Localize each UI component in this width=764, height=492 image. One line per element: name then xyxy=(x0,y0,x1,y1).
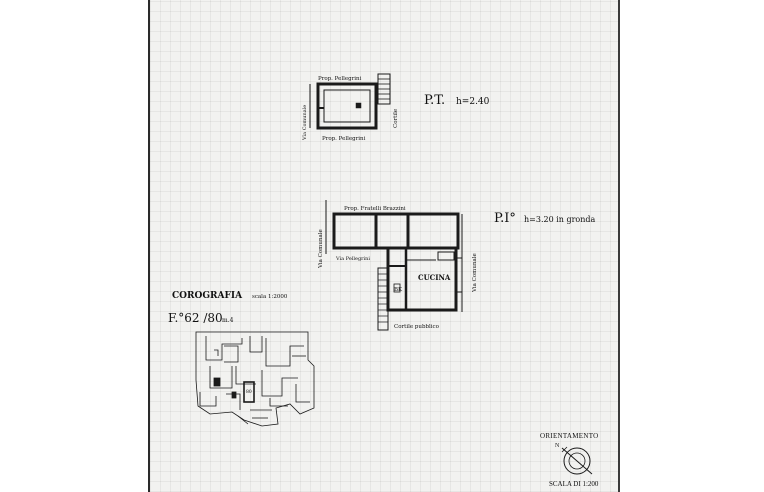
drawing-sheet xyxy=(148,0,620,492)
first-floor-label-inner: Via Pellegrini xyxy=(335,256,370,262)
first-floor-plan xyxy=(325,200,463,331)
ground-floor-height: h=2.40 xyxy=(456,97,490,107)
cadastral-map xyxy=(195,331,315,427)
kitchen-counter xyxy=(437,251,455,261)
compass-scale: SCALA DI 1:200 xyxy=(549,480,599,488)
compass-north-label: N xyxy=(555,443,560,449)
first-floor-label-left: Via Comunale xyxy=(318,229,324,269)
ground-floor-label-left: Via Comunale xyxy=(302,105,308,141)
first-floor-label-bottom: Cortile pubblico xyxy=(394,324,440,330)
first-floor-label-right: Via Comunale xyxy=(472,253,478,293)
ground-floor-room xyxy=(316,82,378,130)
first-floor-label-top: Prop. Fratelli Brazzini xyxy=(344,206,406,212)
cadastral-parcel xyxy=(243,381,255,403)
ground-floor-plan xyxy=(309,73,391,130)
cadastral-sheet-ref: F.°62 /80 xyxy=(168,311,223,325)
cadastral-sheet-suffix: m.4 xyxy=(222,317,234,324)
cadastral-scale: scala 1:2000 xyxy=(252,294,288,300)
ground-floor-mark xyxy=(355,102,362,109)
compass-title: ORIENTAMENTO xyxy=(540,432,599,440)
ground-floor-title: P.T. xyxy=(424,93,445,108)
cadastral-title: COROGRAFIA xyxy=(172,291,243,301)
first-floor-label-bath: BK xyxy=(394,287,403,293)
first-floor-upper-rooms xyxy=(332,212,460,250)
ground-floor-label-top: Prop. Pellegrini xyxy=(318,76,362,82)
compass-rose xyxy=(561,446,593,475)
first-floor-stairs xyxy=(377,267,389,331)
ground-floor-room-inner xyxy=(323,89,371,123)
cadastral-parcel-label: 80 xyxy=(246,389,252,395)
bath-fixture xyxy=(393,283,401,293)
ground-floor-label-right: Cortile xyxy=(393,109,399,128)
first-floor-height: h=3.20 in gronda xyxy=(524,215,596,224)
first-floor-title: P.I° xyxy=(494,211,516,226)
ground-floor-label-bottom: Prop. Pellegrini xyxy=(322,136,366,142)
first-floor-label-kitchen: CUCINA xyxy=(418,273,451,282)
